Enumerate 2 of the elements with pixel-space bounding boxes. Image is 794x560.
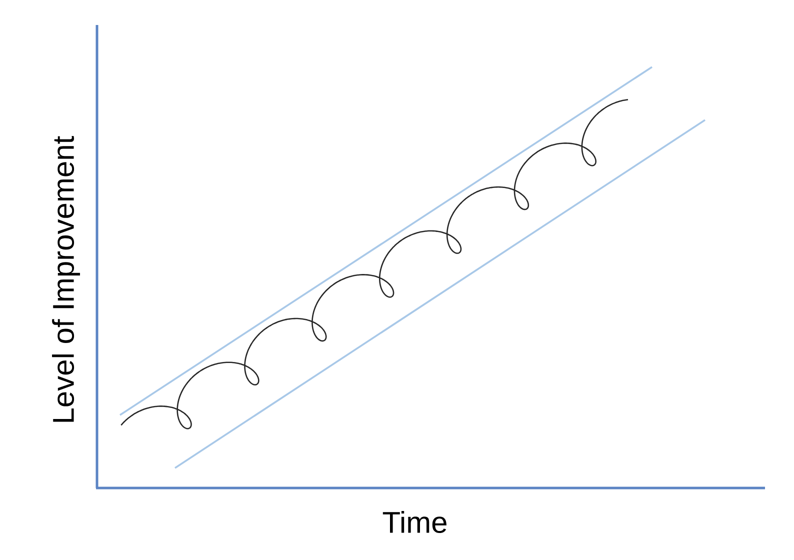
axis-label: Time [382,510,446,534]
axis-label: Level of Improvement [52,136,80,422]
